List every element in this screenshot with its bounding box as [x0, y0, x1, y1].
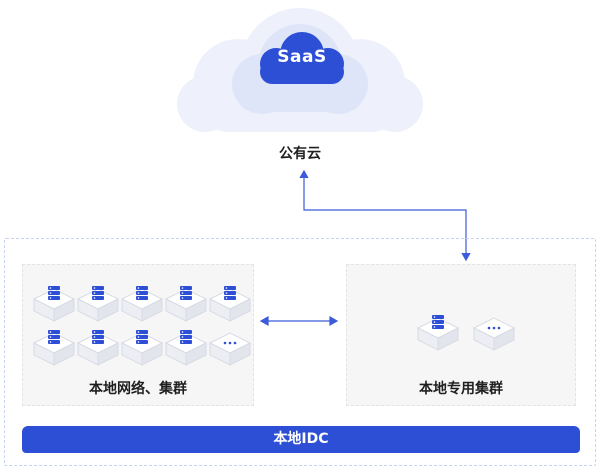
cloud-icon [177, 8, 423, 132]
server-box-icon [166, 286, 206, 321]
local-dedicated-cluster-label: 本地专用集群 [419, 381, 503, 397]
local-network-cluster-label: 本地网络、集群 [89, 381, 187, 397]
more-box-icon [474, 318, 514, 350]
server-box-icon [78, 330, 118, 365]
local-dedicated-cluster-panel [346, 264, 576, 406]
server-box-icon [418, 315, 458, 350]
more-box-icon [210, 333, 250, 365]
server-box-icon [122, 330, 162, 365]
double-arrow-icon [259, 315, 339, 327]
local-idc-bar: 本地IDC [22, 426, 580, 453]
cloud-to-idc-connector [299, 169, 471, 262]
server-box-icon [166, 330, 206, 365]
server-box-icon [34, 286, 74, 321]
server-box-icon [34, 330, 74, 365]
server-box-icon [122, 286, 162, 321]
idc-boundary [4, 238, 596, 466]
server-box-icon [78, 286, 118, 321]
server-box-icon [210, 286, 250, 321]
public-cloud-label: 公有云 [279, 146, 321, 162]
